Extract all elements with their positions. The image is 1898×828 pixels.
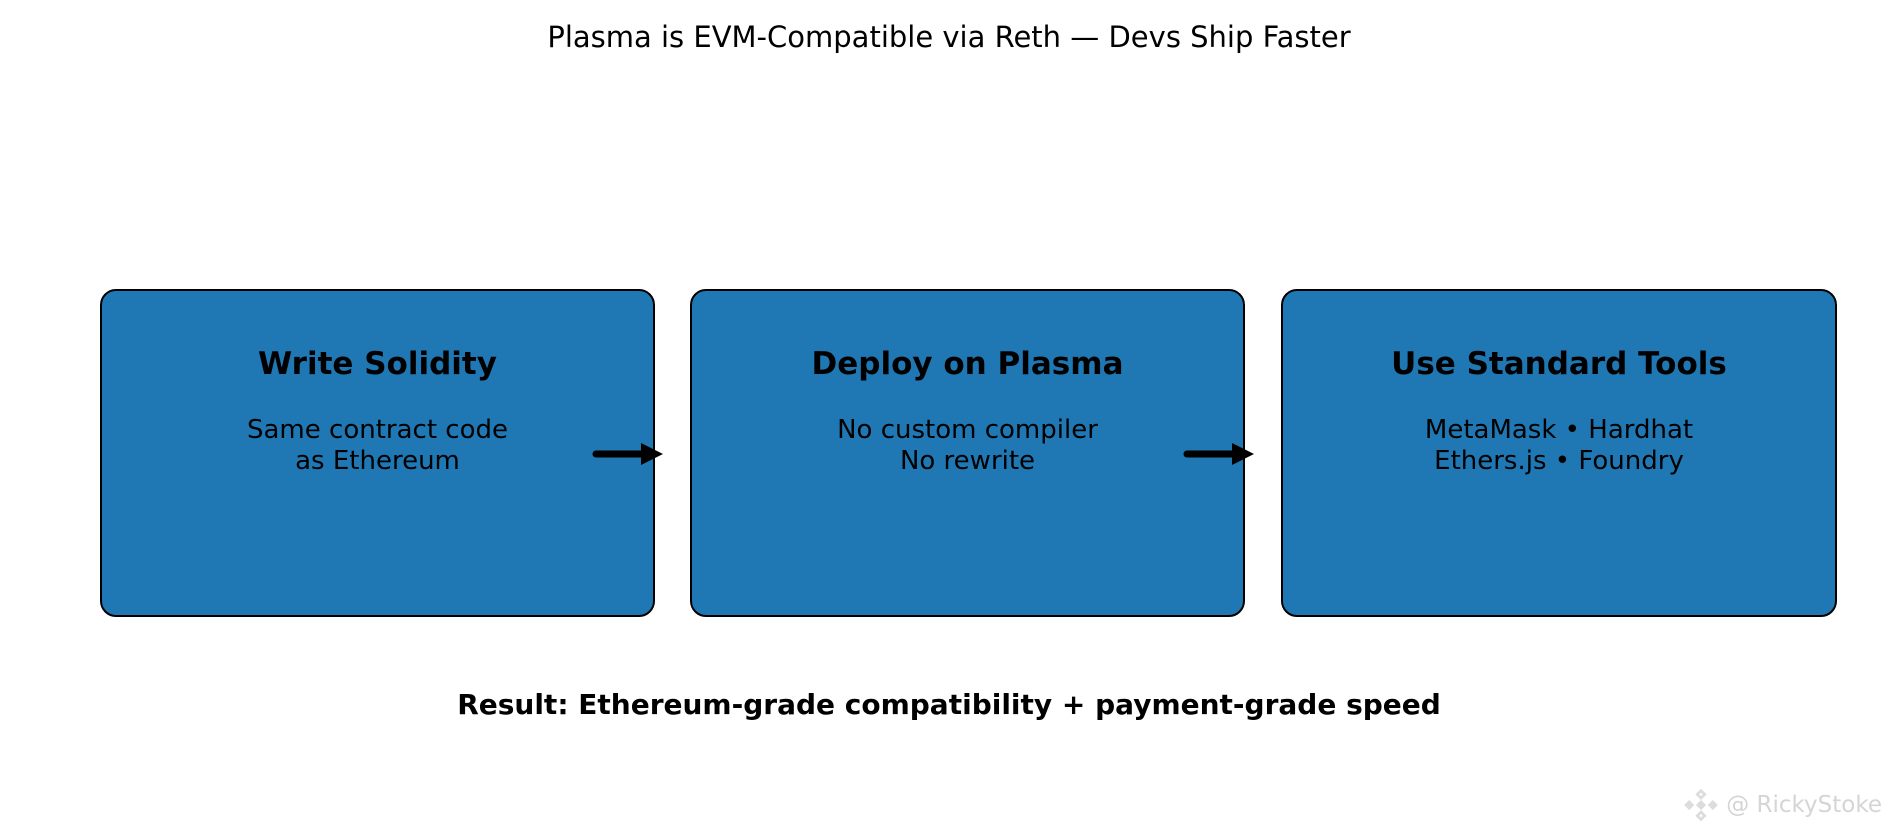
- step-heading: Use Standard Tools: [1391, 346, 1727, 382]
- step-description-line: No custom compiler: [837, 415, 1098, 445]
- result-summary: Result: Ethereum-grade compatibility + p…: [457, 688, 1441, 721]
- step-box-use-standard-tools: Use Standard Tools MetaMask • Hardhat Et…: [1281, 289, 1837, 617]
- step-description-line: MetaMask • Hardhat: [1424, 415, 1694, 445]
- step-description-line: No rewrite: [899, 446, 1036, 476]
- step-heading: Write Solidity: [258, 346, 497, 382]
- watermark: @ RickyStoke: [1683, 787, 1882, 823]
- step-description: Same contract code as Ethereum: [102, 415, 653, 477]
- watermark-handle: @ RickyStoke: [1726, 792, 1882, 818]
- gem-diamonds-logo-icon: [1684, 788, 1719, 822]
- step-heading: Deploy on Plasma: [811, 346, 1124, 382]
- step-description: MetaMask • Hardhat Ethers.js • Foundry: [1283, 415, 1835, 477]
- page-title: Plasma is EVM-Compatible via Reth — Devs…: [547, 20, 1351, 54]
- flow-arrow-icon: [1183, 443, 1254, 465]
- step-box-write-solidity: Write Solidity Same contract code as Eth…: [100, 289, 655, 617]
- step-description-line: Ethers.js • Foundry: [1434, 446, 1684, 476]
- step-description-line: as Ethereum: [295, 446, 460, 476]
- step-description: No custom compiler No rewrite: [692, 415, 1243, 477]
- flow-arrow-icon: [592, 443, 663, 465]
- step-box-deploy-on-plasma: Deploy on Plasma No custom compiler No r…: [690, 289, 1245, 617]
- step-description-line: Same contract code: [247, 415, 508, 445]
